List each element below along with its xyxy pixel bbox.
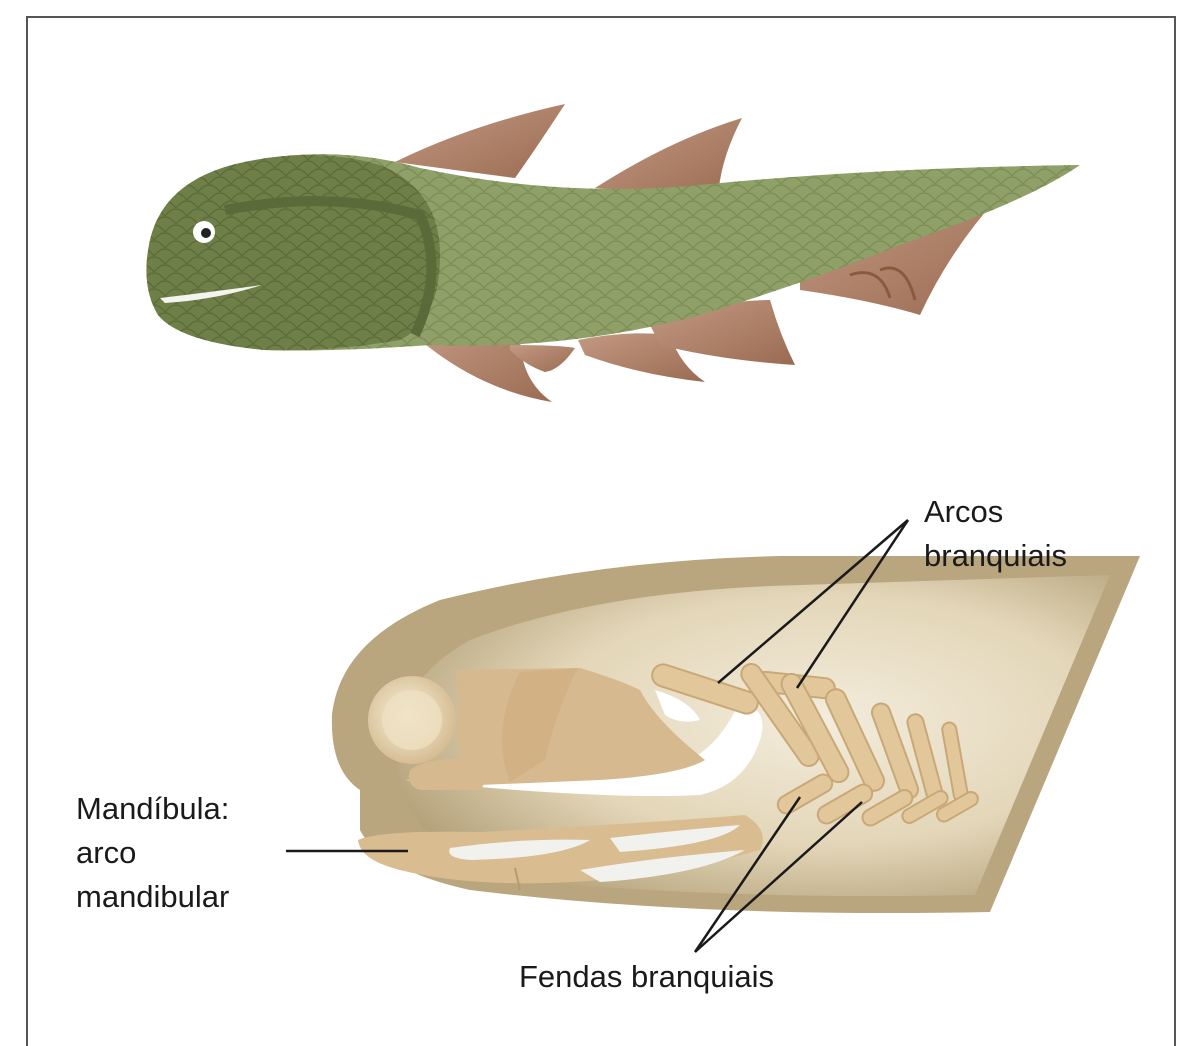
label-mandible-line2: arco [76, 831, 229, 875]
label-gill-slits: Fendas branquiais [519, 955, 774, 999]
label-gill-arches: Arcos branquiais [924, 490, 1067, 578]
fish-illustration [146, 104, 1080, 402]
label-mandible-line3: mandibular [76, 875, 229, 919]
skull-illustration [286, 520, 1140, 952]
label-mandible: Mandíbula: arco mandibular [76, 787, 229, 919]
label-gill-arches-line2: branquiais [924, 534, 1067, 578]
label-mandible-line1: Mandíbula: [76, 787, 229, 831]
dorsal-fin-front [395, 104, 565, 178]
label-gill-arches-line1: Arcos [924, 490, 1067, 534]
